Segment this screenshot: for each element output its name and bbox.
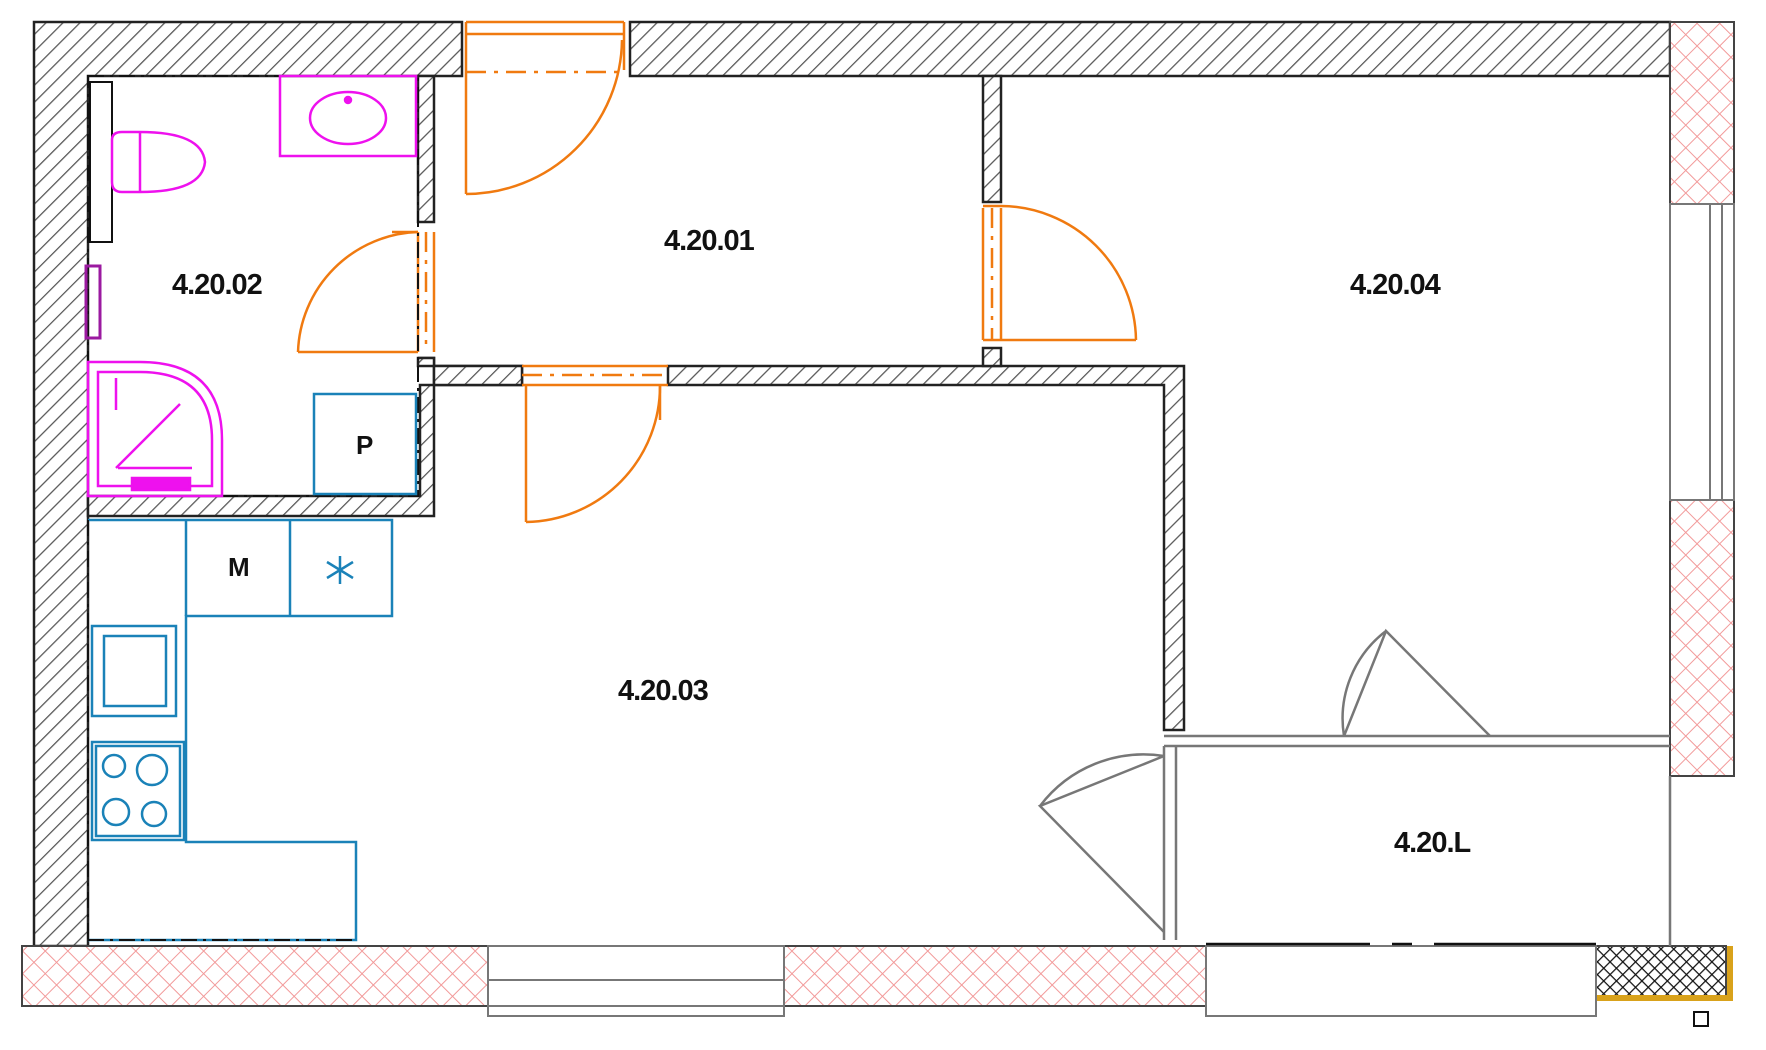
balcony-gold-edge [1596,946,1733,1001]
room-labels: 4.20.01 4.20.02 4.20.03 4.20.04 4.20.L [172,225,1471,859]
bathroom-outline [87,75,419,497]
wall-bath-bottom [86,383,436,518]
room-label-03: 4.20.03 [618,675,709,707]
shaft-label: P [356,430,373,460]
hob-icon [90,740,186,842]
walls [32,20,1672,948]
meter-label: M [228,552,250,582]
wall-bath-upper [416,74,436,224]
wall-top-right [628,20,1672,78]
kitchen: M [87,518,394,942]
kitchen-sink-icon [90,624,178,718]
window-right [1669,203,1735,501]
toilet-icon [110,130,207,194]
ext-wall-bottom-left [21,945,489,1007]
drain-marker [1693,1011,1709,1027]
wall-partition-lower [981,346,1003,368]
wall-corridor-bottom-left [416,356,524,387]
towel-radiator-icon [84,264,102,340]
exterior-walls [21,21,1735,1027]
loggia-door-left [1037,754,1165,933]
loggia [1037,628,1672,946]
ext-wall-right-top [1669,21,1735,205]
washbasin-icon [278,74,418,158]
room-label-01: 4.20.01 [664,225,755,257]
windows [487,203,1735,1017]
door-bathroom [298,230,436,354]
balcony-door-bottom [1205,945,1597,1017]
room-label-04: 4.20.04 [1350,269,1441,301]
balcony-corner-block [1595,945,1727,999]
shower-icon [86,360,224,498]
door-entrance [464,20,626,194]
room-label-02: 4.20.02 [172,269,262,301]
wall-partition-upper [981,74,1003,204]
loggia-door-upper [1342,628,1491,737]
bathroom: P [84,74,419,498]
ext-wall-bottom-mid [783,945,1207,1007]
door-living [522,364,668,522]
installation-shaft [312,392,418,496]
wall-corridor-bottom-right [666,364,1186,732]
door-room-04 [981,204,1136,342]
kitchen-counter-outline [88,518,394,942]
room-label-L: 4.20.L [1394,827,1470,859]
ext-wall-right-mid [1669,499,1735,777]
toilet-cistern [89,81,113,243]
snowflake-icon [326,556,354,584]
doors [296,20,1138,524]
